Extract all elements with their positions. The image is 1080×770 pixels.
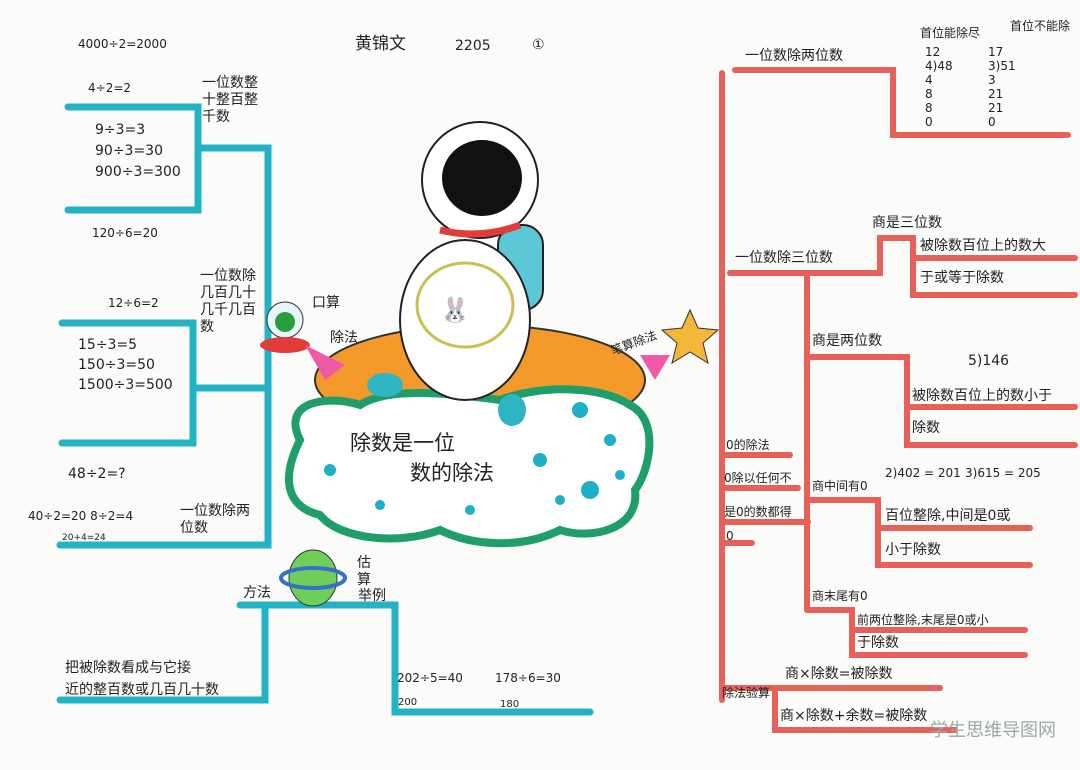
end-zero-rule-2: 于除数	[857, 635, 899, 651]
quotient-three-label: 商是三位数	[872, 215, 942, 231]
student-name: 黄锦文	[355, 34, 406, 54]
quotient-three-rule-2: 于或等于除数	[920, 270, 1004, 286]
end-zero-rule-1: 前两位整除,末尾是0或小	[857, 613, 989, 627]
hundreds-example-top: 12÷6=2	[108, 296, 159, 310]
calc-step: 0	[925, 115, 933, 129]
calc-step: 8	[925, 101, 933, 115]
green-planet-illustration	[279, 549, 347, 607]
two-digit-question: 48÷2=?	[68, 466, 126, 482]
two-digit-sum: 20+4=24	[62, 533, 106, 543]
whole-tens-example-top: 4000÷2=2000	[78, 37, 167, 51]
whole-tens-example: 9÷3=3	[95, 122, 146, 138]
calc-step: 4	[925, 73, 933, 87]
middle-zero-rule-1: 百位整除,中间是0或	[885, 508, 1011, 524]
estimate-example-expr: 178÷6=30	[495, 671, 561, 685]
quotient-two-rule-2: 除数	[912, 420, 940, 436]
calc-step: 21	[988, 87, 1004, 101]
check-label: 除法验算	[722, 686, 771, 700]
two-digit-case-2: 首位不能除	[1010, 19, 1071, 33]
star-illustration	[640, 308, 720, 380]
mark: ①	[532, 37, 545, 53]
estimate-example-approx: 180	[500, 699, 520, 710]
estimate-method-text-1: 把被除数看成与它接	[65, 660, 191, 676]
estimate-example-label: 举例	[358, 588, 386, 604]
branch-hundreds-bracket	[58, 319, 197, 447]
center-title-line1: 除数是一位	[350, 431, 455, 455]
hundreds-label: 一位数除几百几十几千几百数	[200, 268, 256, 335]
calc-step: 21	[988, 101, 1004, 115]
two-digit-split: 40÷2=20 8÷2=4	[28, 509, 134, 523]
middle-zero-label: 商中间有0	[812, 479, 868, 493]
branch-three-digit	[727, 235, 1078, 298]
astronaut-illustration: 🐰	[367, 121, 544, 426]
branch-two-digit	[732, 67, 1071, 138]
svg-text:🐰: 🐰	[440, 296, 470, 324]
calc-step: 8	[925, 87, 933, 101]
class-number: 2205	[455, 38, 491, 54]
zero-rule-1: 0除以任何不	[724, 471, 792, 485]
three-digit-label: 一位数除三位数	[735, 250, 833, 266]
calc-step: 17	[988, 45, 1004, 59]
branch-whole-tens-bracket	[64, 103, 202, 214]
whole-tens-label: 一位数整十整百整千数	[202, 75, 258, 125]
two-digit-label: 一位数除两位数	[180, 503, 250, 536]
middle-zero-rule-2: 小于除数	[885, 542, 941, 558]
calc-step: 3	[988, 73, 996, 87]
zero-division-label: 0的除法	[726, 438, 770, 452]
oral-label-1: 口算	[312, 295, 340, 311]
two-digit-case-1: 首位能除尽	[920, 26, 981, 40]
branch-estimate	[56, 601, 594, 716]
ufo-alien-illustration	[260, 301, 345, 380]
quotient-three-rule-1: 被除数百位上的数大	[920, 238, 1046, 254]
calc-step: 12	[925, 45, 941, 59]
end-zero-label: 商末尾有0	[812, 589, 868, 603]
calc-step: 0	[988, 115, 996, 129]
quotient-two-example: 5)146	[968, 353, 1010, 369]
estimate-example-expr: 202÷5=40	[397, 671, 463, 685]
whole-tens-example-small: 4÷2=2	[88, 81, 132, 95]
branch-end-zero	[805, 607, 1028, 658]
left-branches	[56, 103, 594, 716]
check-rule-1: 商×除数=被除数	[785, 666, 893, 682]
branch-check	[719, 685, 958, 733]
whole-tens-example: 90÷3=30	[95, 143, 163, 159]
calc-step: 3)51	[988, 59, 1016, 73]
estimate-method-label: 方法	[243, 585, 271, 601]
middle-zero-example: 2)402 = 201	[885, 466, 961, 480]
whole-tens-example: 900÷3=300	[95, 164, 181, 180]
written-two-digit-label: 一位数除两位数	[745, 48, 843, 64]
estimate-label: 估算	[357, 555, 371, 588]
calc-step: 4)48	[925, 59, 953, 73]
estimate-method-text-2: 近的整百数或几百几十数	[65, 682, 219, 698]
quotient-two-rule-1: 被除数百位上的数小于	[912, 388, 1052, 404]
check-rule-2: 商×除数+余数=被除数	[780, 708, 928, 724]
hundreds-example: 1500÷3=500	[78, 377, 173, 393]
branch-quotient-two	[805, 354, 1078, 448]
estimate-example-approx: 200	[398, 697, 418, 708]
whole-tens-example-bottom: 120÷6=20	[92, 226, 158, 240]
zero-rule-3: 0	[726, 529, 734, 543]
oral-label-2: 除法	[330, 330, 358, 346]
hundreds-example: 15÷3=5	[78, 337, 138, 353]
branch-zero	[719, 452, 811, 546]
zero-rule-2: 是0的数都得	[724, 505, 792, 519]
watermark: 学生思维导图网	[930, 720, 1056, 741]
center-title-line2: 数的除法	[410, 461, 494, 485]
middle-zero-example: 3)615 = 205	[965, 466, 1041, 480]
right-branches	[719, 67, 1078, 733]
branch-middle-zero	[805, 497, 1033, 568]
hundreds-example: 150÷3=50	[78, 357, 155, 373]
quotient-two-label: 商是两位数	[812, 333, 882, 349]
